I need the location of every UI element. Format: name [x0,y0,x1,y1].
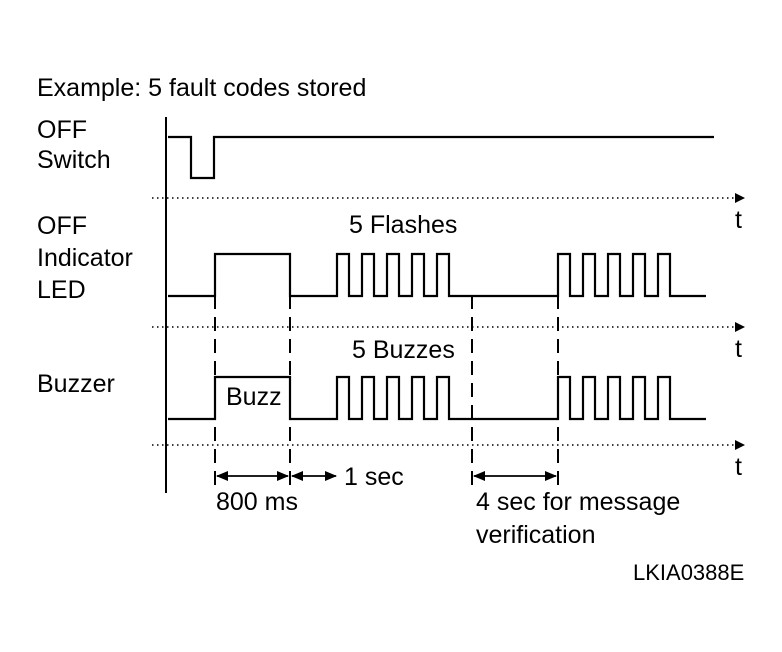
timing-1sec-label: 1 sec [344,463,404,491]
buzzer-pulse-caption: 5 Buzzes [352,336,455,364]
off-switch-signal [168,135,714,180]
verification-label-line1: 4 sec for message [476,488,680,516]
led-pulse-caption: 5 Flashes [349,211,457,239]
off-switch-axis-t: t [735,206,742,234]
figure-id: LKIA0388E [633,560,744,585]
buzz-box-label: Buzz [226,383,282,411]
verification-label-line2: verification [476,521,596,549]
off-switch-label-line1: OFF [37,116,87,144]
led-label-line1: OFF [37,212,87,240]
off-switch-label-line2: Switch [37,146,111,174]
timing-800ms-label: 800 ms [216,488,298,516]
led-axis-t: t [735,335,742,363]
diagram-title: Example: 5 fault codes stored [37,74,366,102]
buzzer-signal [168,375,706,421]
led-signal [168,252,706,298]
led-label-line2: Indicator [37,244,133,272]
buzzer-axis-t: t [735,453,742,481]
led-label-line3: LED [37,276,86,304]
buzzer-label: Buzzer [37,370,115,398]
